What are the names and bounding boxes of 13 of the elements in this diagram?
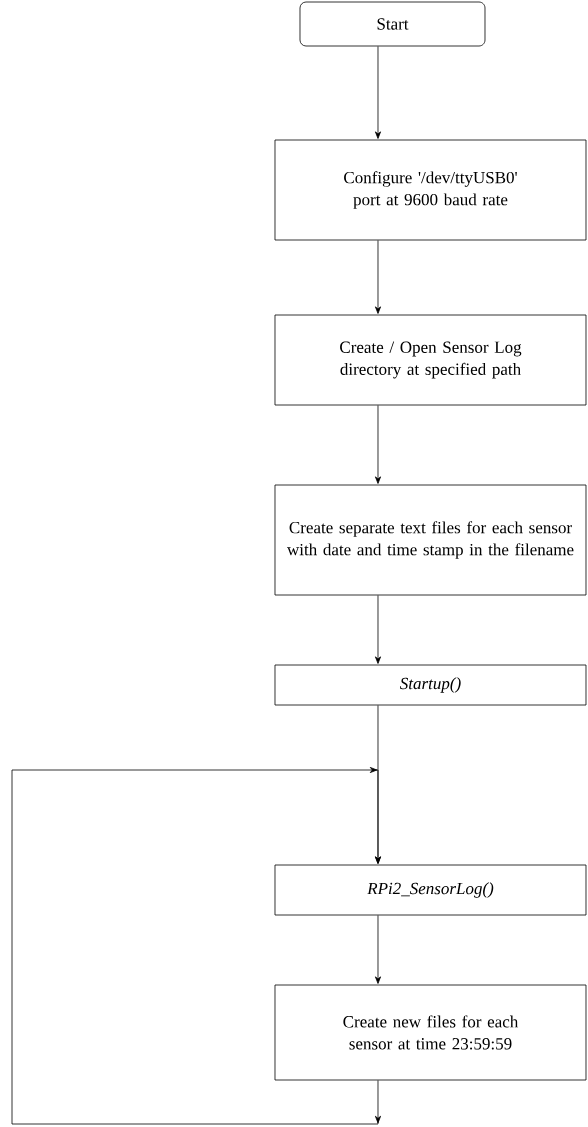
arrow — [375, 46, 381, 139]
arrow — [375, 240, 381, 314]
terminal-box: Start — [299, 1, 486, 47]
arrow — [375, 595, 381, 664]
process-box: RPi2_SensorLog() — [274, 864, 587, 916]
loop-arrow — [11, 767, 381, 1125]
process-box: Configure '/dev/ttyUSB0' port at 9600 baud rate — [274, 139, 587, 241]
process-box: Create separate text files for each sensor with date and time stamp in the filename — [274, 484, 587, 596]
process-box: Create new files for each sensor at time 23:59:59 — [274, 984, 587, 1081]
process-box: Create / Open Sensor Log directory at specified path — [274, 314, 587, 406]
process-box: Startup() — [274, 664, 587, 706]
arrow — [375, 405, 381, 484]
arrow — [375, 915, 381, 984]
